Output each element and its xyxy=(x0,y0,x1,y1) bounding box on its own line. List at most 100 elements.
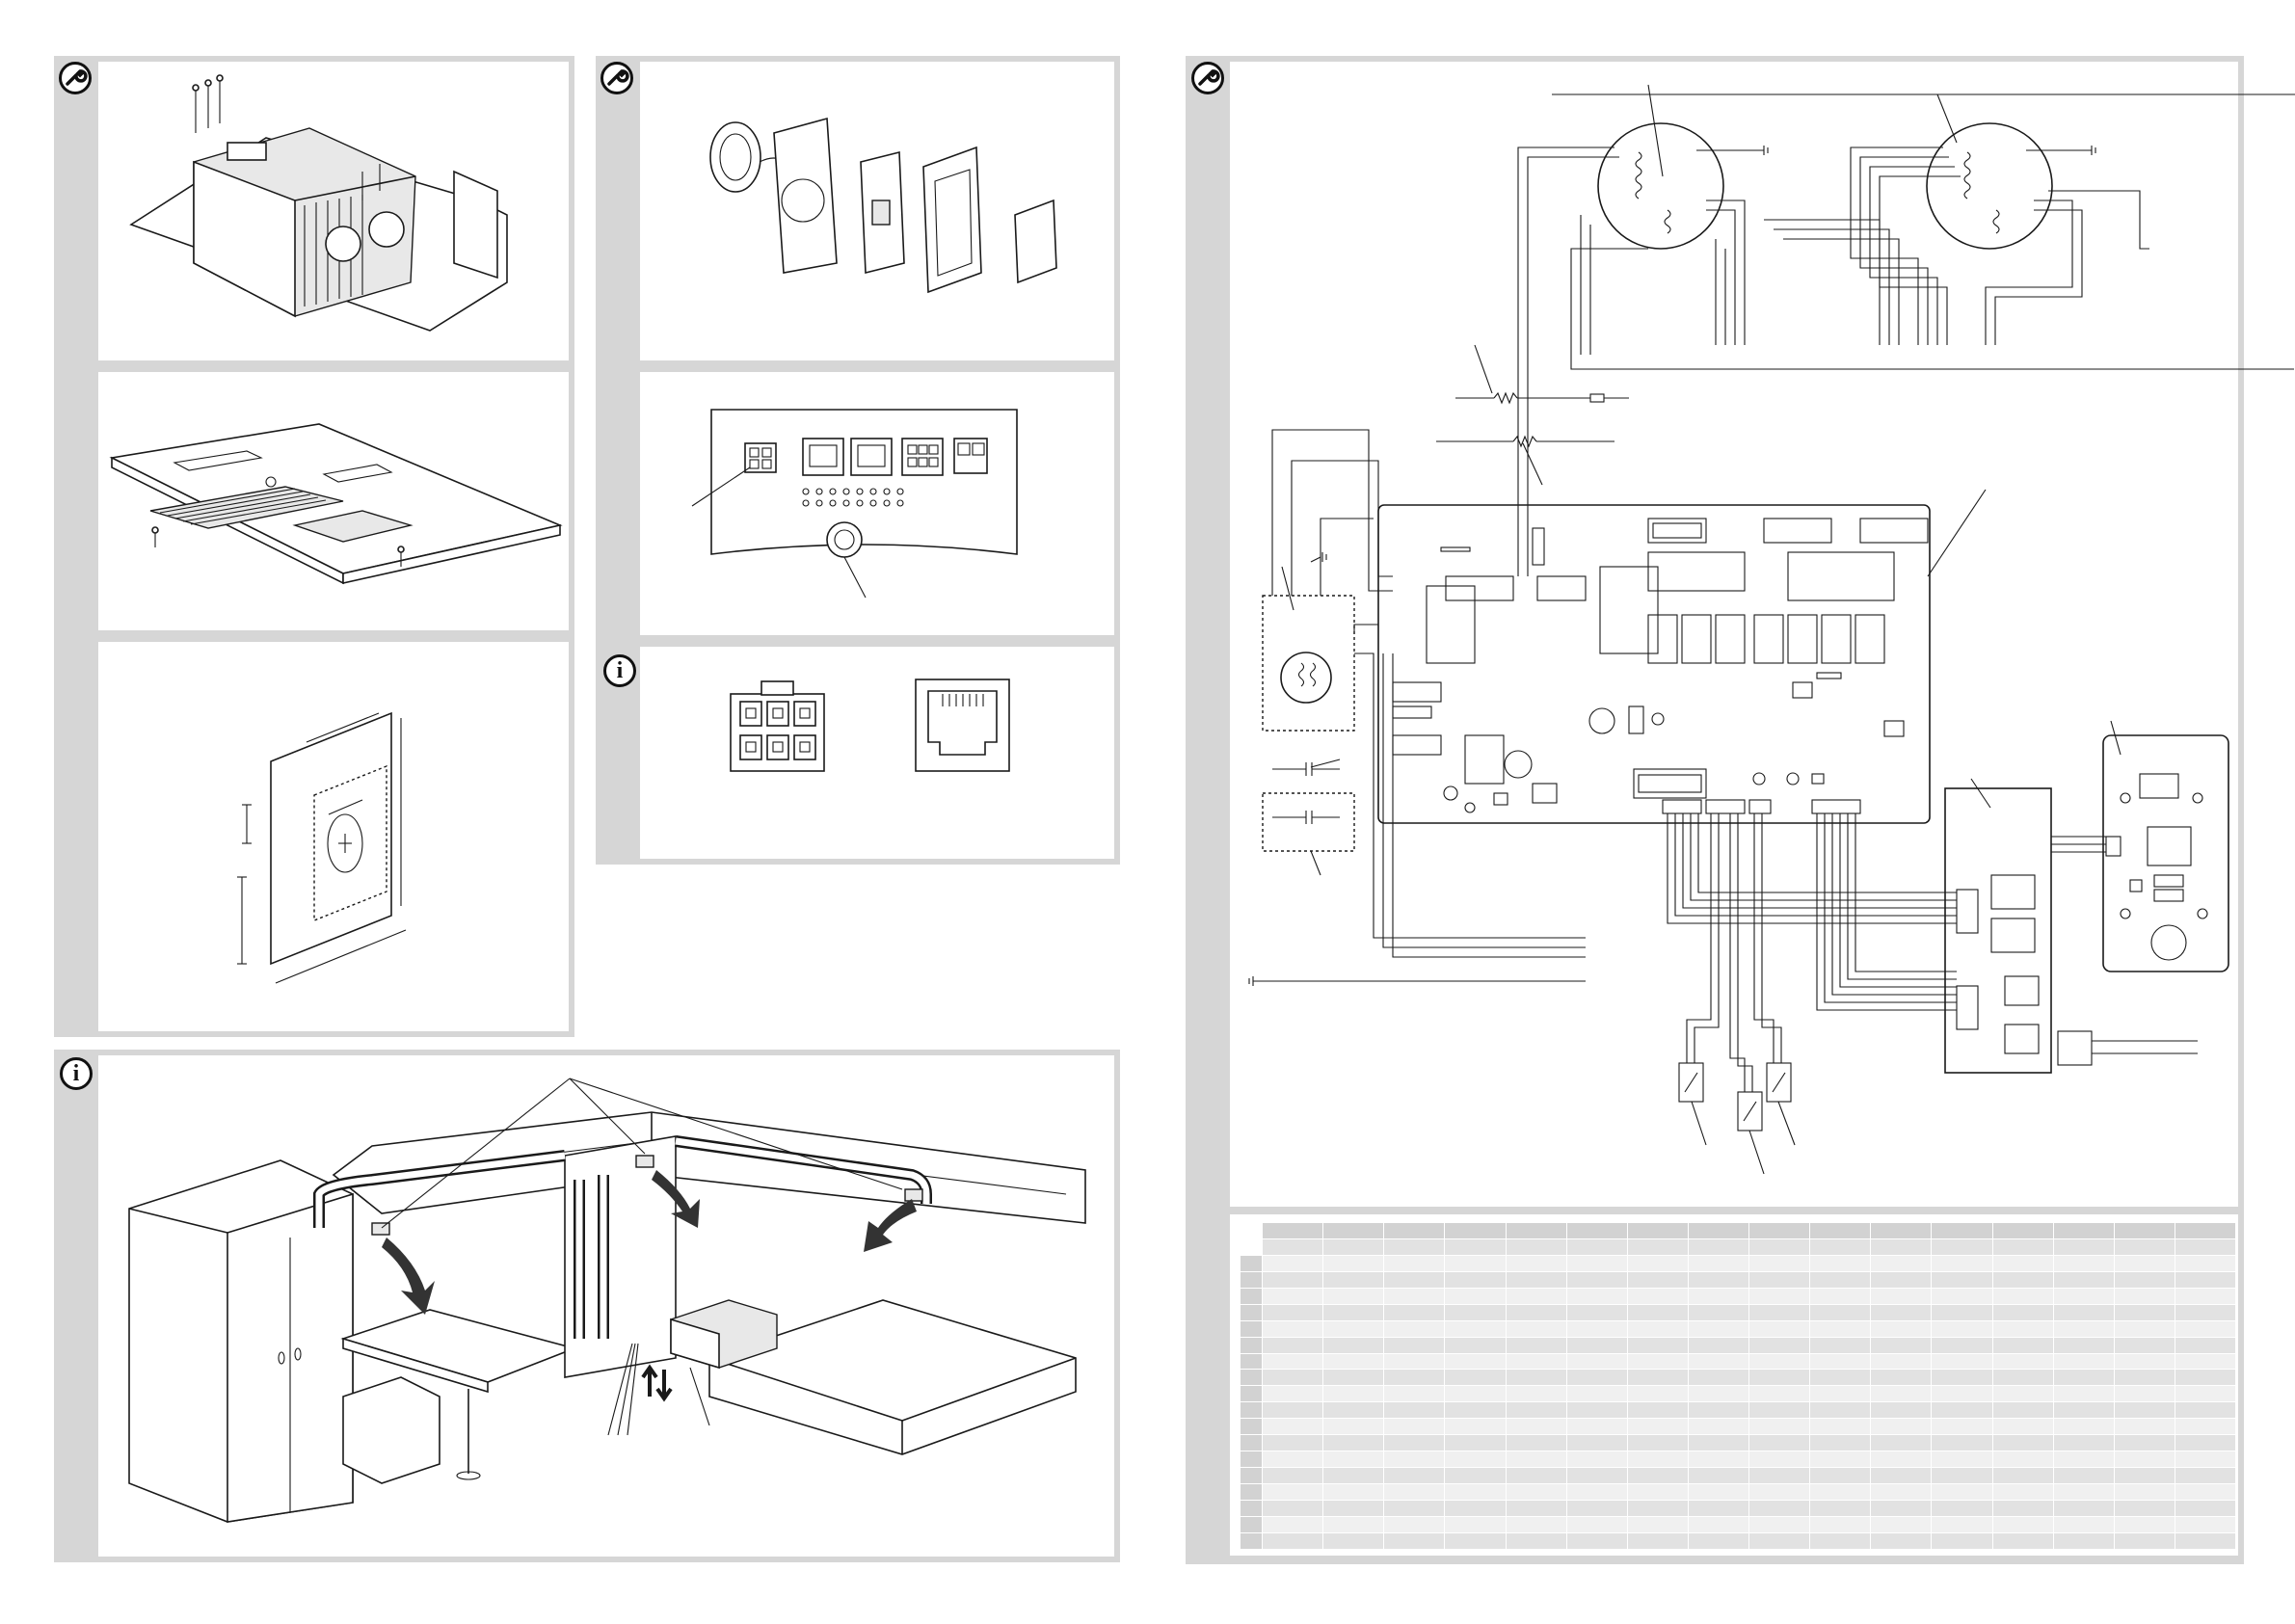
table-cell xyxy=(1748,1319,1811,1338)
table-cell xyxy=(1687,1483,1750,1501)
table-cell xyxy=(1505,1270,1567,1289)
table-cell xyxy=(1687,1385,1750,1403)
table-cell xyxy=(1870,1303,1933,1321)
table-cell xyxy=(1444,1451,1507,1469)
table-cell xyxy=(1870,1483,1933,1501)
table-cell xyxy=(1991,1515,2054,1533)
table-cell xyxy=(1322,1499,1385,1517)
table-cell xyxy=(1687,1434,1750,1452)
table-cell xyxy=(1687,1401,1750,1420)
wall-cutout-drawing xyxy=(237,711,407,984)
table-cell xyxy=(2174,1418,2237,1436)
panel-unit-mounting xyxy=(54,56,574,366)
table-cell xyxy=(1931,1369,1993,1387)
table-row xyxy=(1240,1451,2237,1469)
table-cell xyxy=(2174,1483,2237,1501)
table-cell xyxy=(1383,1401,1446,1420)
table-cell xyxy=(1626,1270,1689,1289)
table-cell xyxy=(2052,1531,2115,1551)
table-cell xyxy=(1870,1451,1933,1469)
table-cell xyxy=(2052,1287,2115,1305)
table-cell xyxy=(1748,1499,1811,1517)
table-cell xyxy=(1809,1303,1872,1321)
table-cell xyxy=(1565,1499,1628,1517)
table-cell xyxy=(1505,1238,1567,1256)
connector-types-drawing xyxy=(730,679,1010,772)
table-cell xyxy=(1444,1369,1507,1387)
table-cell xyxy=(1870,1385,1933,1403)
table-cell xyxy=(1322,1369,1385,1387)
table-cell xyxy=(1444,1352,1507,1371)
table-cell xyxy=(2052,1369,2115,1387)
table-cell xyxy=(1809,1287,1872,1305)
table-cell xyxy=(2174,1270,2237,1289)
table-cell xyxy=(1444,1319,1507,1338)
table-cell xyxy=(1383,1499,1446,1517)
table-cell xyxy=(1444,1254,1507,1272)
table-cell xyxy=(1748,1483,1811,1501)
table-cell xyxy=(1505,1531,1567,1551)
table-cell xyxy=(1991,1319,2054,1338)
table-cell xyxy=(1565,1238,1628,1256)
table-cell xyxy=(1626,1499,1689,1517)
table-cell xyxy=(1322,1401,1385,1420)
table-cell xyxy=(2052,1238,2115,1256)
table-cell xyxy=(1991,1303,2054,1321)
table-cell xyxy=(1383,1418,1446,1436)
table-row xyxy=(1240,1319,2237,1338)
table-cell xyxy=(1870,1401,1933,1420)
wrench-icon xyxy=(1191,62,1224,94)
table-cell xyxy=(1870,1499,1933,1517)
panel-wiring-diagram xyxy=(1186,56,2295,1564)
table-cell xyxy=(1748,1401,1811,1420)
table-cell xyxy=(2113,1287,2175,1305)
table-cell xyxy=(1991,1352,2054,1371)
table-row xyxy=(1240,1222,2237,1239)
table-cell xyxy=(1505,1418,1567,1436)
table-cell xyxy=(1748,1336,1811,1354)
table-cell xyxy=(1809,1434,1872,1452)
table-cell xyxy=(1626,1352,1689,1371)
info-icon: i xyxy=(603,654,636,687)
table-cell xyxy=(1626,1418,1689,1436)
table-row xyxy=(1240,1385,2237,1403)
table-cell xyxy=(1931,1515,1993,1533)
table-row xyxy=(1240,1352,2237,1371)
table-cell xyxy=(2052,1451,2115,1469)
table-cell xyxy=(1322,1287,1385,1305)
wiring-schematic xyxy=(1248,84,2295,1175)
table-cell xyxy=(2052,1385,2115,1403)
table-cell xyxy=(1240,1369,1263,1387)
table-cell xyxy=(2113,1499,2175,1517)
table-cell xyxy=(1687,1254,1750,1272)
table-cell xyxy=(1240,1270,1263,1289)
table-cell xyxy=(2174,1336,2237,1354)
table-cell xyxy=(1565,1385,1628,1403)
table-cell xyxy=(1444,1401,1507,1420)
table-cell xyxy=(1444,1336,1507,1354)
table-cell xyxy=(1240,1418,1263,1436)
table-cell xyxy=(2052,1515,2115,1533)
table-cell xyxy=(1991,1434,2054,1452)
table-cell xyxy=(1870,1352,1933,1371)
table-cell xyxy=(1809,1238,1872,1256)
table-row xyxy=(1240,1467,2237,1484)
wiring-legend-table xyxy=(1240,1222,2237,1551)
table-cell xyxy=(1626,1369,1689,1387)
table-cell xyxy=(1565,1352,1628,1371)
table-cell xyxy=(1383,1515,1446,1533)
table-cell xyxy=(1261,1515,1324,1533)
table-cell xyxy=(1748,1303,1811,1321)
table-cell xyxy=(1240,1483,1263,1501)
table-cell xyxy=(2174,1303,2237,1321)
table-cell xyxy=(1444,1467,1507,1484)
table-cell xyxy=(1870,1369,1933,1387)
table-cell xyxy=(1687,1451,1750,1469)
table-cell xyxy=(2052,1483,2115,1501)
table-cell xyxy=(1687,1222,1750,1239)
table-cell xyxy=(1322,1303,1385,1321)
table-cell xyxy=(1505,1499,1567,1517)
table-cell xyxy=(1931,1385,1993,1403)
table-cell xyxy=(2052,1352,2115,1371)
panel-control-exploded xyxy=(596,56,1120,366)
